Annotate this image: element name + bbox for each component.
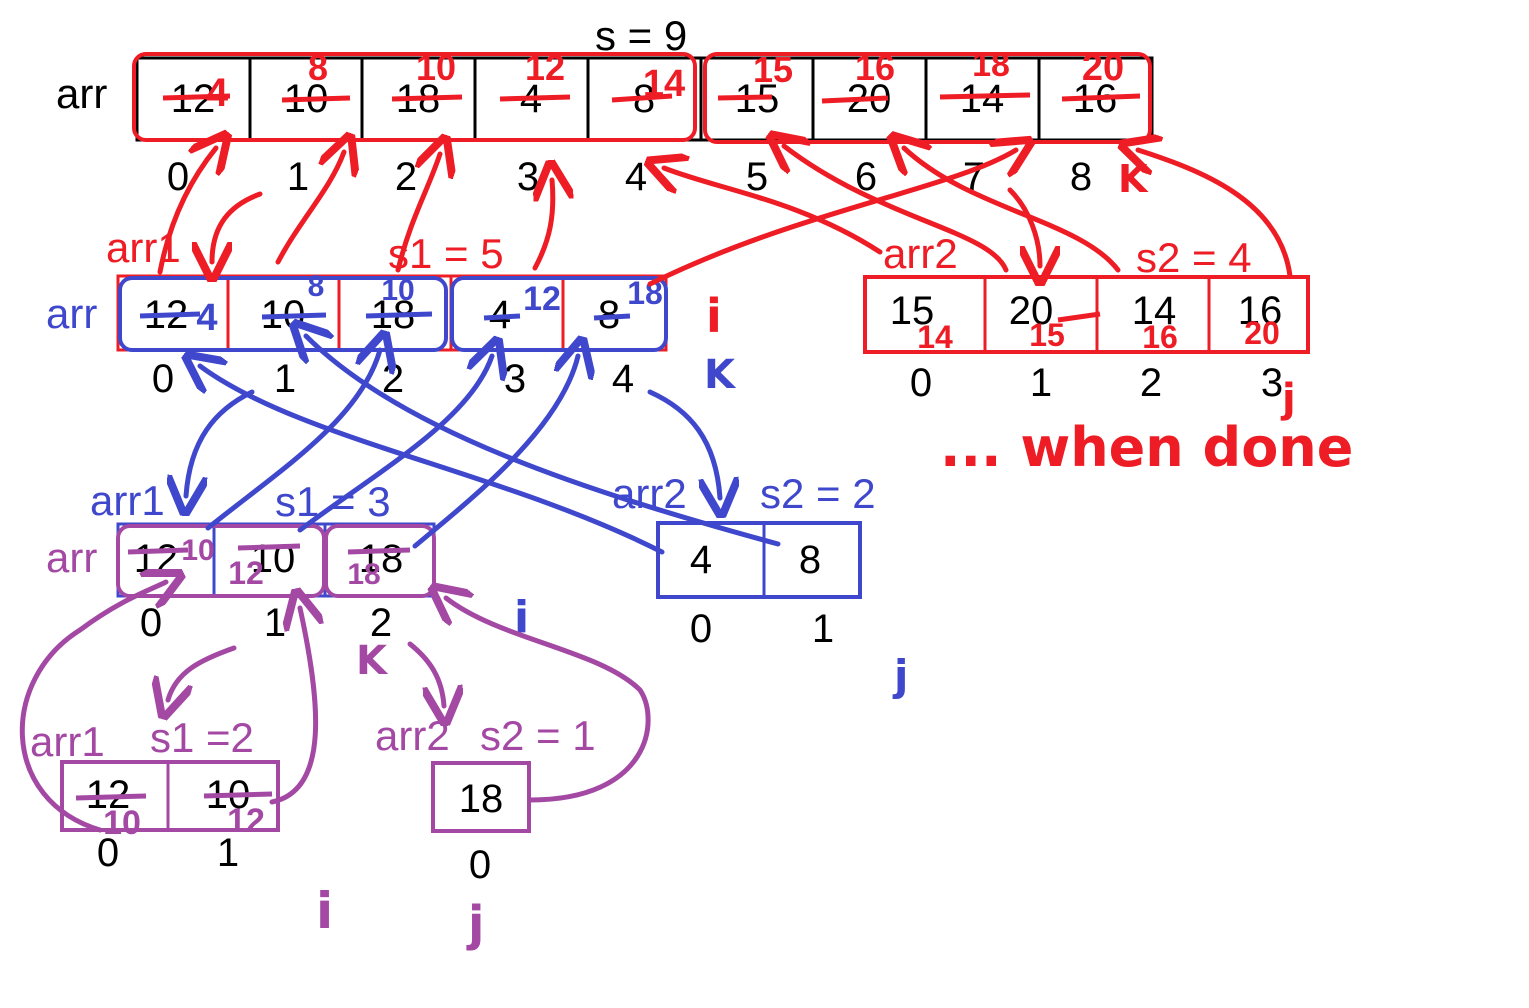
blue-merge-arrows [186, 336, 781, 555]
l1-index: 3 [504, 357, 526, 401]
l1-left-group-outline [118, 276, 448, 352]
l3-index: 1 [217, 831, 239, 875]
top-overwrite-value: 4 [206, 71, 229, 115]
l1-s2-label: s2 = 4 [1136, 234, 1252, 281]
red-merge-arrows [157, 146, 1293, 287]
l1-overwrite-value: 8 [308, 270, 325, 303]
l2-right-group-outline [324, 524, 436, 598]
l1-arr2-cell-value: 16 [1238, 289, 1283, 333]
l3-arr2-label: arr2 [375, 712, 450, 759]
l2-overwrite-value: 10 [181, 534, 214, 567]
l2-arr2-cell-value: 8 [799, 538, 821, 582]
l1-k-pointer: K [704, 352, 737, 398]
l1-arr2-overwrite-value: 16 [1142, 319, 1178, 355]
top-arr-label: arr [56, 70, 107, 117]
l1-index: 1 [274, 357, 296, 401]
top-index: 8 [1070, 155, 1092, 199]
l2-arr2-label: arr2 [612, 470, 687, 517]
top-index: 3 [517, 155, 539, 199]
l1-arr2-index: 2 [1140, 361, 1162, 405]
top-overwrite-value: 16 [855, 47, 895, 88]
l2-arr1-label: arr1 [90, 477, 165, 524]
l3-i-pointer: i [316, 882, 333, 940]
l1-arr2-cell-value: 15 [890, 289, 935, 333]
top-index: 0 [167, 155, 189, 199]
top-k-pointer: K [1118, 157, 1149, 201]
l1-arr2-label: arr2 [883, 230, 958, 277]
l1-overwrite-value: 10 [381, 274, 414, 307]
l2-overwrite-value: 18 [347, 558, 380, 591]
top-index: 6 [855, 155, 877, 199]
l1-arr2-index: 0 [910, 361, 932, 405]
l2-index: 0 [140, 601, 162, 645]
l2-arr2-index: 1 [812, 607, 834, 651]
top-overwrite-value: 12 [525, 47, 565, 88]
top-index: 1 [287, 155, 309, 199]
top-array: arr s = 9 12 10 18 4 8 15 20 14 16 0 1 2… [56, 12, 1154, 201]
l2-arr2-index: 0 [690, 607, 712, 651]
l2-arr2-cell-value: 4 [690, 538, 712, 582]
top-index: 4 [625, 155, 647, 199]
level1: arr1 s1 = 5 arr 12 10 18 4 8 4 8 10 12 1… [46, 224, 1353, 479]
top-left-half-outline [132, 52, 697, 142]
l3-arr1-box [60, 760, 280, 832]
l2-arr-label: arr [46, 534, 97, 581]
level2: arr1 s1 = 3 arr 12 10 18 10 12 18 0 1 2 … [46, 470, 908, 700]
l3-arr2-cell-value: 18 [459, 777, 504, 821]
l2-s2-label: s2 = 2 [760, 470, 876, 517]
l3-arr2-index: 0 [469, 843, 491, 887]
l2-index: 2 [370, 601, 392, 645]
l1-i-pointer: i [706, 289, 722, 343]
l3-s1-label: s1 =2 [150, 714, 254, 761]
level3: arr1 s1 =2 12 10 10 12 0 1 i arr2 s2 = 1… [30, 712, 596, 952]
l3-s2-label: s2 = 1 [480, 712, 596, 759]
l2-k-pointer: K [356, 638, 389, 684]
l2-cell-value: 18 [359, 537, 404, 581]
l3-j-pointer: j [466, 896, 484, 952]
top-cell-value: 14 [960, 77, 1005, 121]
l2-overwrite-value: 12 [228, 555, 264, 591]
l1-arr-label: arr [46, 290, 97, 337]
l2-i-pointer: i [514, 592, 529, 643]
top-size-label: s = 9 [595, 12, 687, 59]
l2-s1-label: s1 = 3 [275, 478, 391, 525]
l1-arr2-cell-value: 20 [1009, 289, 1054, 333]
l1-arr2-overwrite-value: 14 [917, 319, 953, 355]
l1-arr2-overwrite-value: 15 [1029, 317, 1065, 353]
l3-arr2-box [431, 761, 531, 833]
purple-merge-arrows [19, 582, 651, 833]
l1-overwrite-value: 12 [523, 280, 561, 318]
l1-arr2-index: 3 [1261, 361, 1283, 405]
l1-index: 4 [612, 357, 634, 401]
top-overwrite-value: 8 [308, 47, 328, 88]
top-overwrite-value: 14 [643, 63, 685, 105]
l3-arr1-label: arr1 [30, 718, 105, 765]
l1-arr2-cell-value: 14 [1132, 289, 1177, 333]
l1-arr2-index: 1 [1030, 361, 1052, 405]
l3-index: 0 [97, 831, 119, 875]
top-overwrite-value: 10 [416, 47, 456, 88]
top-overwrite-value: 18 [972, 46, 1010, 84]
top-overwrite-value: 20 [1082, 47, 1124, 89]
l1-arr2-box [863, 275, 1310, 354]
l3-overwrite-value: 10 [103, 804, 141, 842]
l1-j-pointer: j [1280, 376, 1296, 422]
l2-cell-value: 12 [134, 537, 179, 581]
l1-when-done-note: ... when done [940, 416, 1353, 479]
l3-overwrite-value: 12 [227, 802, 265, 840]
l1-overwrite-value: 4 [196, 297, 217, 339]
l2-arr2-box [656, 521, 862, 599]
l1-index: 0 [152, 357, 174, 401]
l2-j-pointer: j [892, 651, 908, 700]
top-index: 2 [395, 155, 417, 199]
l1-arr2-overwrite-value: 20 [1244, 315, 1280, 351]
top-overwrite-value: 15 [753, 49, 793, 90]
l2-index: 1 [264, 601, 286, 645]
